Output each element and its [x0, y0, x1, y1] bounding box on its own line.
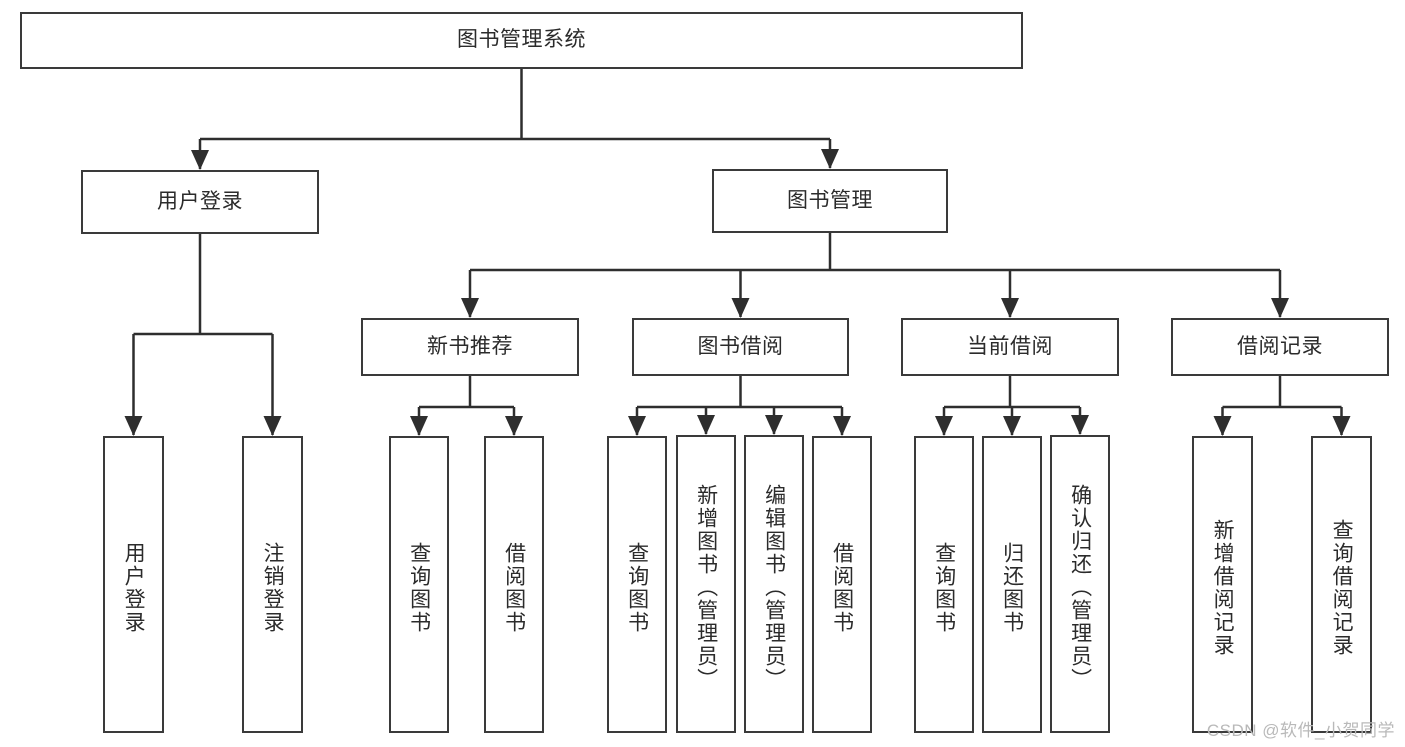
- node-book-borrow-label: 图书借阅: [697, 334, 784, 358]
- leaf-query-book-borrow[interactable]: 查询图书: [607, 436, 667, 733]
- leaf-add-borrow-record[interactable]: 新增借阅记录: [1192, 436, 1253, 733]
- leaf-borrow-book[interactable]: 借阅图书: [812, 436, 872, 733]
- node-book-manage[interactable]: 图书管理: [712, 169, 948, 233]
- leaf-edit-book-label: 编辑图书（管理员）: [762, 483, 786, 691]
- leaf-user-login-label: 用户登录: [122, 541, 146, 634]
- leaf-query-borrow-record-label: 查询借阅记录: [1330, 518, 1354, 657]
- node-current-borrow-label: 当前借阅: [967, 334, 1053, 358]
- node-root-label: 图书管理系统: [457, 28, 586, 52]
- leaf-query-book-borrow-label: 查询图书: [625, 541, 649, 634]
- leaf-query-borrow-record[interactable]: 查询借阅记录: [1311, 436, 1372, 733]
- node-borrow-record[interactable]: 借阅记录: [1171, 318, 1389, 376]
- leaf-return-book[interactable]: 归还图书: [982, 436, 1042, 733]
- leaf-query-book-current[interactable]: 查询图书: [914, 436, 974, 733]
- watermark: CSDN @软件_小贺同学: [1206, 721, 1395, 740]
- node-book-manage-label: 图书管理: [787, 188, 873, 212]
- leaf-edit-book[interactable]: 编辑图书（管理员）: [744, 435, 804, 733]
- leaf-add-book[interactable]: 新增图书（管理员）: [676, 435, 736, 733]
- leaf-return-book-label: 归还图书: [1000, 541, 1024, 634]
- leaf-borrow-book-recommend-label: 借阅图书: [502, 541, 526, 634]
- leaf-add-book-label: 新增图书（管理员）: [694, 483, 718, 691]
- leaf-borrow-book-label: 借阅图书: [830, 541, 854, 634]
- node-user-login-label: 用户登录: [157, 189, 243, 213]
- leaf-user-login[interactable]: 用户登录: [103, 436, 164, 733]
- leaf-query-book-recommend-label: 查询图书: [407, 541, 431, 634]
- node-new-book-recommend-label: 新书推荐: [427, 334, 513, 358]
- node-root[interactable]: 图书管理系统: [20, 12, 1023, 69]
- leaf-add-borrow-record-label: 新增借阅记录: [1211, 518, 1235, 657]
- node-new-book-recommend[interactable]: 新书推荐: [361, 318, 579, 376]
- leaf-borrow-book-recommend[interactable]: 借阅图书: [484, 436, 544, 733]
- node-book-borrow[interactable]: 图书借阅: [632, 318, 849, 376]
- leaf-logout[interactable]: 注销登录: [242, 436, 303, 733]
- leaf-logout-label: 注销登录: [261, 541, 285, 634]
- leaf-confirm-return-label: 确认归还（管理员）: [1068, 483, 1092, 691]
- leaf-query-book-current-label: 查询图书: [932, 541, 956, 634]
- leaf-confirm-return[interactable]: 确认归还（管理员）: [1050, 435, 1110, 733]
- node-user-login[interactable]: 用户登录: [81, 170, 319, 234]
- node-current-borrow[interactable]: 当前借阅: [901, 318, 1119, 376]
- leaf-query-book-recommend[interactable]: 查询图书: [389, 436, 449, 733]
- node-borrow-record-label: 借阅记录: [1237, 334, 1323, 358]
